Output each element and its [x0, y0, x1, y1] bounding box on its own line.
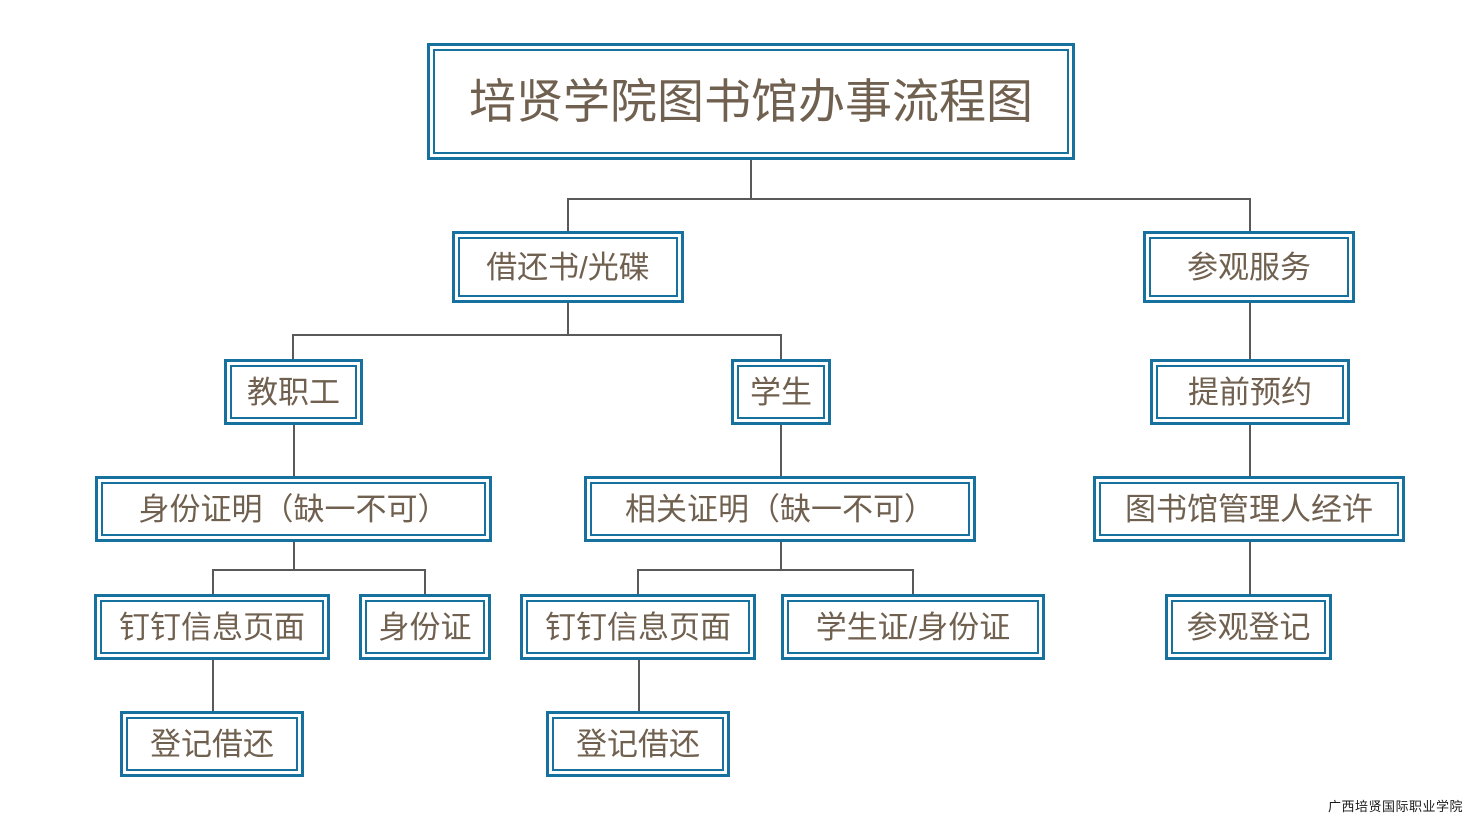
- node-register-borrow-staff-label: 登记借还: [150, 726, 274, 762]
- connector-dingtalk-student-to-register: [638, 660, 640, 711]
- connector-student-to-relproof: [780, 425, 782, 476]
- node-visit-registration[interactable]: 参观登记: [1165, 594, 1332, 660]
- node-dingtalk-info-student-inner: 钉钉信息页面: [526, 600, 750, 654]
- connector-borrow-down: [567, 303, 569, 335]
- node-register-borrow-staff[interactable]: 登记借还: [120, 711, 304, 777]
- node-borrow-return-label: 借还书/光碟: [486, 249, 650, 285]
- node-student-card-inner: 学生证/身份证: [787, 600, 1039, 654]
- node-id-card-label: 身份证: [378, 609, 472, 645]
- node-advance-reservation-inner: 提前预约: [1156, 365, 1344, 419]
- node-librarian-permit[interactable]: 图书馆管理人经许: [1093, 476, 1405, 542]
- node-staff[interactable]: 教职工: [224, 359, 363, 425]
- node-register-borrow-staff-inner: 登记借还: [126, 717, 298, 771]
- node-borrow-return-inner: 借还书/光碟: [458, 237, 678, 297]
- node-staff-inner: 教职工: [230, 365, 357, 419]
- node-borrow-return[interactable]: 借还书/光碟: [452, 231, 684, 303]
- node-register-borrow-student-label: 登记借还: [576, 726, 700, 762]
- node-dingtalk-info-staff-inner: 钉钉信息页面: [100, 600, 324, 654]
- connector-staff-to-idproof: [293, 425, 295, 476]
- node-visit-service-inner: 参观服务: [1149, 237, 1349, 297]
- node-staff-label: 教职工: [247, 374, 340, 410]
- connector-to-staff: [292, 334, 294, 359]
- connector-to-studentcard: [912, 569, 914, 594]
- node-dingtalk-info-staff[interactable]: 钉钉信息页面: [94, 594, 330, 660]
- node-identity-proof-inner: 身份证明（缺一不可）: [101, 482, 486, 536]
- connector-to-dingtalk-student: [637, 569, 639, 594]
- connector-to-student: [780, 334, 782, 359]
- connector-reserve-to-permit: [1249, 425, 1251, 476]
- node-librarian-permit-inner: 图书馆管理人经许: [1099, 482, 1399, 536]
- node-advance-reservation[interactable]: 提前预约: [1150, 359, 1350, 425]
- connector-to-visit: [1249, 198, 1251, 231]
- node-register-borrow-student-inner: 登记借还: [552, 717, 724, 771]
- node-visit-registration-label: 参观登记: [1186, 609, 1311, 645]
- node-identity-proof[interactable]: 身份证明（缺一不可）: [95, 476, 492, 542]
- node-visit-service[interactable]: 参观服务: [1143, 231, 1355, 303]
- connector-permit-to-visitreg: [1249, 542, 1251, 594]
- node-visit-registration-inner: 参观登记: [1171, 600, 1326, 654]
- connector-idproof-down: [293, 542, 295, 570]
- node-student[interactable]: 学生: [731, 359, 831, 425]
- node-related-proof-label: 相关证明（缺一不可）: [625, 491, 935, 527]
- connector-to-borrow: [567, 198, 569, 231]
- connector-visit-to-reserve: [1249, 303, 1251, 359]
- node-dingtalk-info-student[interactable]: 钉钉信息页面: [520, 594, 756, 660]
- node-advance-reservation-label: 提前预约: [1188, 374, 1312, 410]
- node-dingtalk-info-student-label: 钉钉信息页面: [545, 609, 731, 645]
- connector-to-dingtalk-staff: [212, 569, 214, 594]
- node-title-label: 培贤学院图书馆办事流程图: [469, 75, 1033, 128]
- node-title[interactable]: 培贤学院图书馆办事流程图: [427, 43, 1075, 160]
- node-student-inner: 学生: [737, 365, 825, 419]
- node-visit-service-label: 参观服务: [1187, 249, 1311, 285]
- node-student-card[interactable]: 学生证/身份证: [781, 594, 1045, 660]
- node-register-borrow-student[interactable]: 登记借还: [546, 711, 730, 777]
- connector-dingtalk-staff-to-register: [212, 660, 214, 711]
- node-related-proof-inner: 相关证明（缺一不可）: [590, 482, 970, 536]
- connector-idproof-bar: [212, 569, 426, 571]
- node-student-card-label: 学生证/身份证: [815, 609, 1011, 645]
- connector-relproof-down: [780, 542, 782, 570]
- node-id-card-inner: 身份证: [365, 600, 485, 654]
- connector-to-idcard: [424, 569, 426, 594]
- connector-level3-bar: [292, 334, 781, 336]
- node-identity-proof-label: 身份证明（缺一不可）: [138, 491, 449, 527]
- node-title-inner: 培贤学院图书馆办事流程图: [433, 49, 1069, 154]
- node-dingtalk-info-staff-label: 钉钉信息页面: [119, 609, 305, 645]
- connector-level2-bar: [567, 198, 1250, 200]
- node-student-label: 学生: [750, 374, 812, 410]
- footer-watermark: 广西培贤国际职业学院: [1327, 799, 1463, 814]
- node-librarian-permit-label: 图书馆管理人经许: [1125, 491, 1373, 527]
- connector-relproof-bar: [637, 569, 914, 571]
- connector-title-down: [750, 160, 752, 199]
- node-related-proof[interactable]: 相关证明（缺一不可）: [584, 476, 976, 542]
- node-id-card[interactable]: 身份证: [359, 594, 491, 660]
